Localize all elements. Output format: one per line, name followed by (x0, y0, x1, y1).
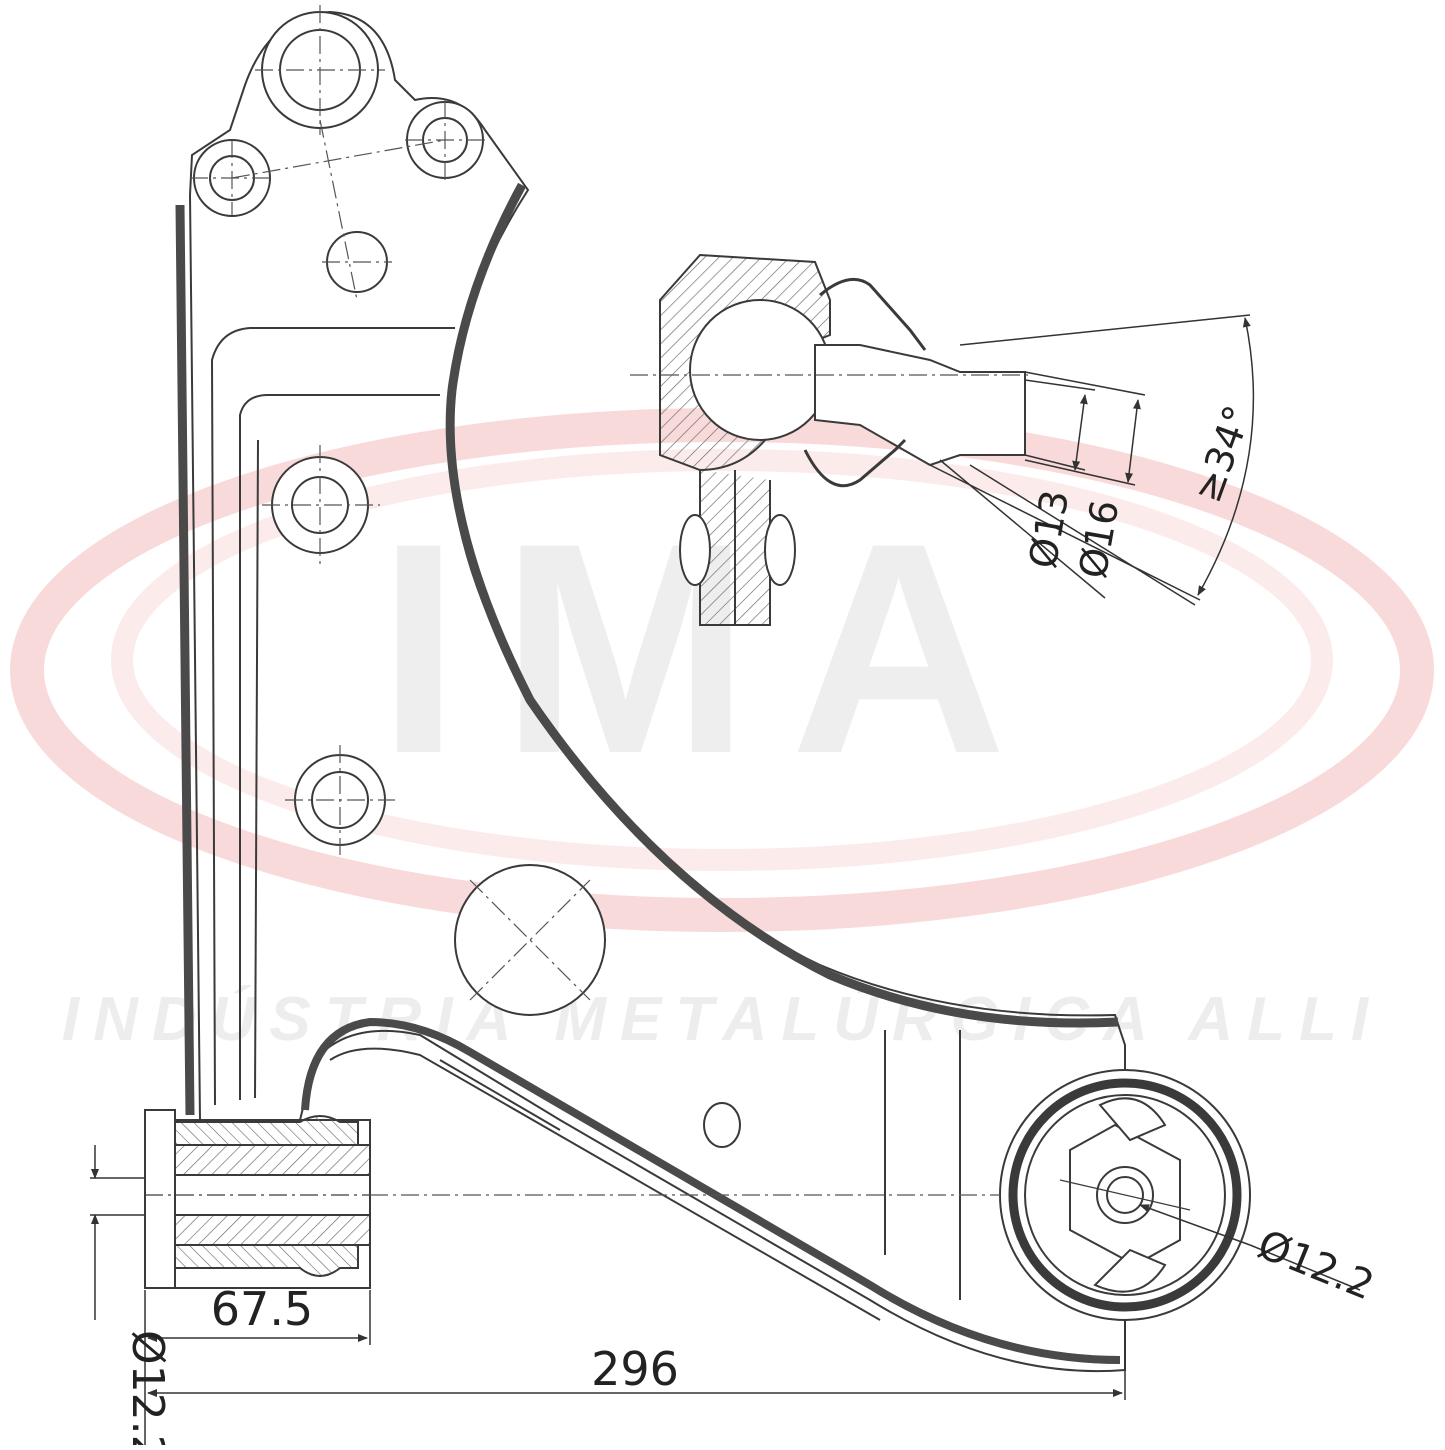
arm-lower-edge (301, 1017, 1121, 1364)
arm-web-line (329, 1047, 881, 1321)
ball-stud-neck (814, 344, 1026, 467)
watermark-tagline: INDÚSTRIA METALÚRGICA ALLI (62, 985, 1382, 1054)
front-bushing-hatch-top (144, 1144, 371, 1176)
dim-taper-angle (1197, 317, 1255, 596)
arm-inner-pocket (210, 327, 455, 1106)
center-lines (190, 5, 591, 1001)
label-rear-bushing-bore: Ø12.2 (1251, 1222, 1380, 1310)
front-bushing-flange-left (144, 1109, 176, 1289)
ball-stud-ball (689, 299, 831, 441)
arm-left-edge (175, 204, 195, 1116)
ball-joint-boot-top (819, 277, 927, 351)
ball-joint-section (630, 253, 1030, 626)
label-overall-length: 296 (591, 1342, 679, 1396)
front-bushing (144, 1109, 371, 1289)
arm-inner-pocket-2 (239, 394, 440, 1100)
arm-inner-lower (439, 1059, 561, 1131)
ball-joint-nub-left (679, 514, 711, 586)
dim-ball-small (1072, 394, 1088, 471)
ball-joint-boot-bot (803, 438, 907, 488)
slot-hole (703, 1102, 741, 1148)
label-front-bushing-width: 67.5 (211, 1282, 313, 1336)
label-front-bushing-bore: Ø12.2 (122, 1330, 173, 1445)
arm-inner-pocket-3 (254, 439, 259, 1099)
front-bushing-hatch-bot (144, 1214, 371, 1246)
dim-rear-bore (1139, 1204, 1251, 1246)
front-bushing-rubber-bot (174, 1244, 359, 1277)
front-bushing-rubber-top (174, 1115, 359, 1146)
rear-bushing-void-bot (1093, 1248, 1167, 1293)
arm-right-flank (445, 182, 1119, 1028)
rear-bushing-ring (1008, 1078, 1242, 1312)
ball-joint-nub-right (764, 514, 796, 586)
rear-bushing-bore-inner (1106, 1176, 1144, 1214)
rear-bushing-void-top (1098, 1097, 1167, 1142)
dimension-lines (90, 314, 1361, 1450)
dim-ball-large (1125, 399, 1141, 483)
rear-bushing-mid (1024, 1094, 1226, 1296)
rear-bushing (999, 1069, 1251, 1321)
control-arm (175, 10, 1126, 1373)
